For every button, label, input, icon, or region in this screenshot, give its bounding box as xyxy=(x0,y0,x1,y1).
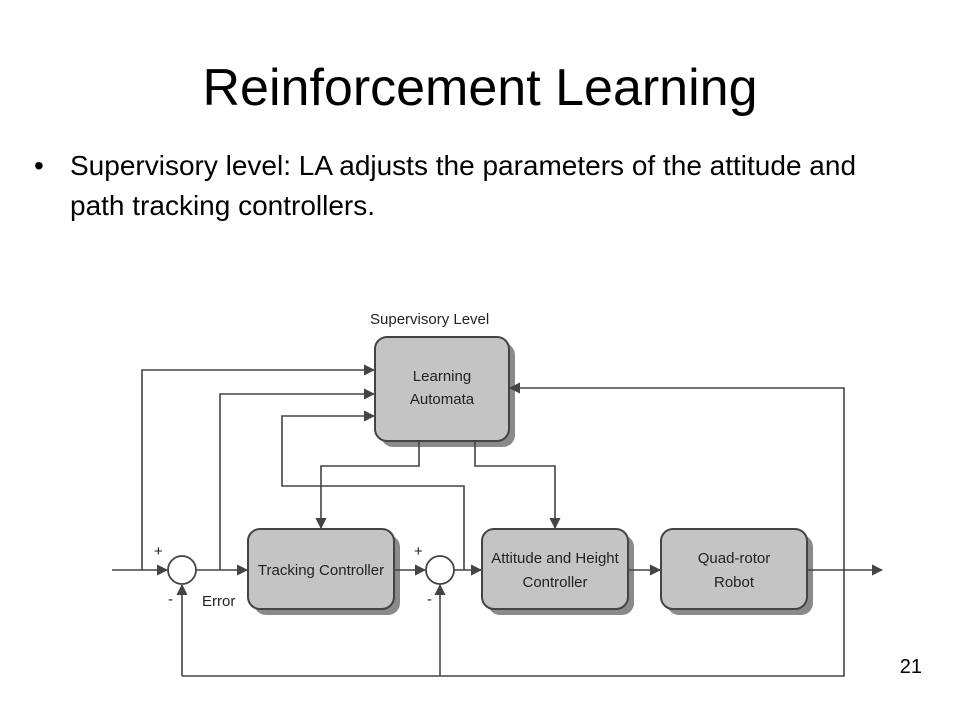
summing-junction-1 xyxy=(167,555,197,585)
attitude-controller-line2: Controller xyxy=(522,574,587,591)
sum2-plus-sign: + xyxy=(414,543,423,560)
tracking-controller-block: Tracking Controller xyxy=(247,528,400,615)
learning-automata-line2: Automata xyxy=(410,391,475,408)
bullet-symbol: • xyxy=(34,150,44,181)
slide-title: Reinforcement Learning xyxy=(202,59,758,117)
bullet-list: • Supervisory level: LA adjusts the para… xyxy=(34,146,914,226)
bullet-item: • Supervisory level: LA adjusts the para… xyxy=(34,146,914,226)
attitude-controller-line1: Attitude and Height xyxy=(491,550,619,567)
summing-junction-2 xyxy=(425,555,455,585)
learning-automata-line1: Learning xyxy=(413,368,471,385)
signal-wires xyxy=(112,364,884,677)
robot-line2: Robot xyxy=(714,574,755,591)
sum2-minus-sign: - xyxy=(427,591,432,608)
attitude-height-controller-block: Attitude and Height Controller xyxy=(481,528,634,615)
sum1-minus-sign: - xyxy=(168,591,173,608)
sum1-plus-sign: + xyxy=(154,543,163,560)
tracking-controller-label: Tracking Controller xyxy=(258,562,384,579)
bullet-text: Supervisory level: LA adjusts the parame… xyxy=(70,150,857,221)
robot-line1: Quad-rotor xyxy=(698,550,771,567)
control-block-diagram: Supervisory Level Learning Automata Trac… xyxy=(112,311,884,677)
quad-rotor-robot-block: Quad-rotor Robot xyxy=(660,528,813,615)
error-label: Error xyxy=(202,593,235,610)
slide-number: 21 xyxy=(899,656,922,678)
supervisory-level-label: Supervisory Level xyxy=(370,311,489,328)
learning-automata-block: Learning Automata xyxy=(374,336,515,447)
